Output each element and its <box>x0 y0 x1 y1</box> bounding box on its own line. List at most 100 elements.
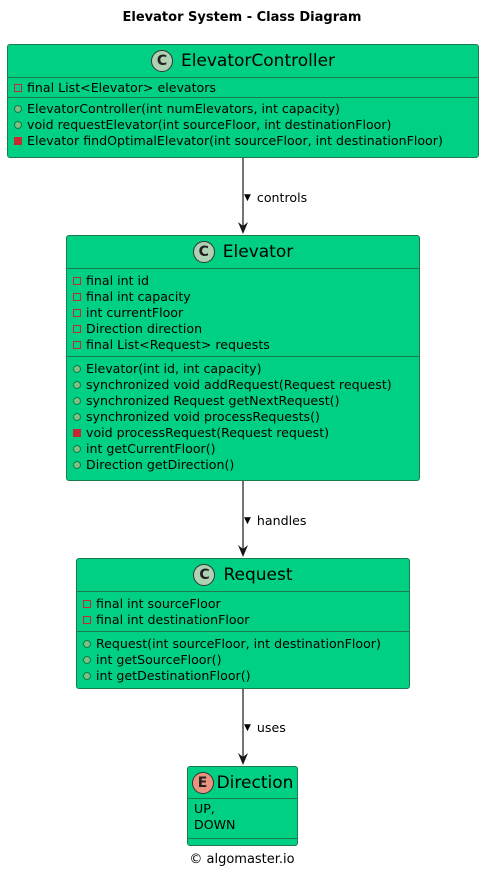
method-text: Elevator findOptimalElevator(int sourceF… <box>27 133 443 148</box>
relation-label-controls: ▼ controls <box>244 190 307 205</box>
method-row: Request(int sourceFloor, int destination… <box>77 636 409 652</box>
enum-value: DOWN <box>194 817 236 832</box>
method-row: int getSourceFloor() <box>77 652 409 668</box>
method-row: Direction getDirection() <box>67 457 419 473</box>
divider <box>8 97 478 98</box>
method-list: ElevatorController(int numElevators, int… <box>8 98 478 149</box>
direction-triangle-icon: ▼ <box>244 192 251 203</box>
method-list: Request(int sourceFloor, int destination… <box>77 632 409 684</box>
private-visibility-icon <box>73 341 81 349</box>
direction-triangle-icon: ▼ <box>244 722 251 733</box>
public-visibility-icon <box>73 397 81 405</box>
field-text: final List<Request> requests <box>86 337 270 352</box>
field-row: final List<Request> requests <box>67 337 419 353</box>
field-list: final int id final int capacity int curr… <box>67 269 419 356</box>
method-text: void processRequest(Request request) <box>86 425 330 440</box>
method-text: int getCurrentFloor() <box>86 441 216 456</box>
public-visibility-icon <box>73 381 81 389</box>
class-request: C Request final int sourceFloor final in… <box>76 558 410 689</box>
field-row: final int capacity <box>67 289 419 305</box>
class-name: ElevatorController <box>180 51 336 71</box>
method-text: synchronized Request getNextRequest() <box>86 393 340 408</box>
divider <box>67 268 419 269</box>
field-list: final int sourceFloor final int destinat… <box>77 592 409 631</box>
method-text: Elevator(int id, int capacity) <box>86 361 262 376</box>
private-visibility-icon <box>14 137 22 145</box>
method-text: ElevatorController(int numElevators, int… <box>27 101 340 116</box>
class-name: Request <box>223 565 293 585</box>
method-row: synchronized Request getNextRequest() <box>67 393 419 409</box>
method-text: void requestElevator(int sourceFloor, in… <box>27 117 392 132</box>
method-row: synchronized void processRequests() <box>67 409 419 425</box>
diagram-title: Elevator System - Class Diagram <box>122 10 362 25</box>
copyright-footer: © algomaster.io <box>189 852 295 867</box>
public-visibility-icon <box>14 121 22 129</box>
method-list: Elevator(int id, int capacity) synchroni… <box>67 357 419 473</box>
method-text: synchronized void addRequest(Request req… <box>86 377 392 392</box>
divider <box>8 77 478 78</box>
field-text: final int id <box>86 273 150 288</box>
field-row: final int id <box>67 273 419 289</box>
public-visibility-icon <box>14 105 22 113</box>
method-row: Elevator(int id, int capacity) <box>67 361 419 377</box>
private-visibility-icon <box>73 429 81 437</box>
private-visibility-icon <box>73 277 81 285</box>
method-row: synchronized void addRequest(Request req… <box>67 377 419 393</box>
relation-label-handles: ▼ handles <box>244 513 306 528</box>
field-row: Direction direction <box>67 321 419 337</box>
enum-value-list: UP, DOWN <box>188 799 297 838</box>
enum-header: E Direction <box>188 767 297 798</box>
class-badge-icon: C <box>193 564 216 586</box>
public-visibility-icon <box>83 656 91 664</box>
enum-badge-icon: E <box>191 771 214 794</box>
private-visibility-icon <box>14 84 22 92</box>
field-text: final int sourceFloor <box>96 596 221 611</box>
method-text: Request(int sourceFloor, int destination… <box>96 636 381 651</box>
method-row: int getDestinationFloor() <box>77 668 409 684</box>
enum-value: UP, <box>194 801 215 816</box>
public-visibility-icon <box>73 413 81 421</box>
private-visibility-icon <box>73 309 81 317</box>
class-header: C Request <box>77 559 409 591</box>
divider <box>188 838 297 839</box>
method-row: ElevatorController(int numElevators, int… <box>8 101 478 117</box>
class-header: C ElevatorController <box>8 45 478 77</box>
method-text: Direction getDirection() <box>86 457 235 472</box>
enum-name: Direction <box>216 772 294 793</box>
class-name: Elevator <box>222 242 294 262</box>
method-row: Elevator findOptimalElevator(int sourceF… <box>8 133 478 149</box>
field-text: final int destinationFloor <box>96 612 250 627</box>
divider <box>67 356 419 357</box>
public-visibility-icon <box>83 640 91 648</box>
field-row: final int destinationFloor <box>77 612 409 628</box>
field-row: final List<Elevator> elevators <box>8 80 478 96</box>
private-visibility-icon <box>73 325 81 333</box>
field-text: final List<Elevator> elevators <box>27 80 216 95</box>
direction-triangle-icon: ▼ <box>244 515 251 526</box>
method-text: int getDestinationFloor() <box>96 668 251 683</box>
private-visibility-icon <box>73 293 81 301</box>
method-row: int getCurrentFloor() <box>67 441 419 457</box>
field-list: final List<Elevator> elevators <box>8 78 478 97</box>
relation-label: uses <box>256 720 286 735</box>
method-row: void requestElevator(int sourceFloor, in… <box>8 117 478 133</box>
public-visibility-icon <box>73 365 81 373</box>
field-text: Direction direction <box>86 321 203 336</box>
class-badge-icon: C <box>150 50 173 72</box>
field-row: int currentFloor <box>67 305 419 321</box>
field-row: final int sourceFloor <box>77 596 409 612</box>
class-elevator: C Elevator final int id final int capaci… <box>66 235 420 481</box>
divider <box>77 631 409 632</box>
public-visibility-icon <box>73 445 81 453</box>
method-text: synchronized void processRequests() <box>86 409 320 424</box>
divider <box>77 591 409 592</box>
relation-label-uses: ▼ uses <box>244 720 286 735</box>
divider <box>188 798 297 799</box>
field-text: final int capacity <box>86 289 191 304</box>
class-header: C Elevator <box>67 236 419 268</box>
class-badge-icon: C <box>192 241 215 263</box>
field-text: int currentFloor <box>86 305 184 320</box>
private-visibility-icon <box>83 600 91 608</box>
private-visibility-icon <box>83 616 91 624</box>
relation-label: controls <box>256 190 308 205</box>
